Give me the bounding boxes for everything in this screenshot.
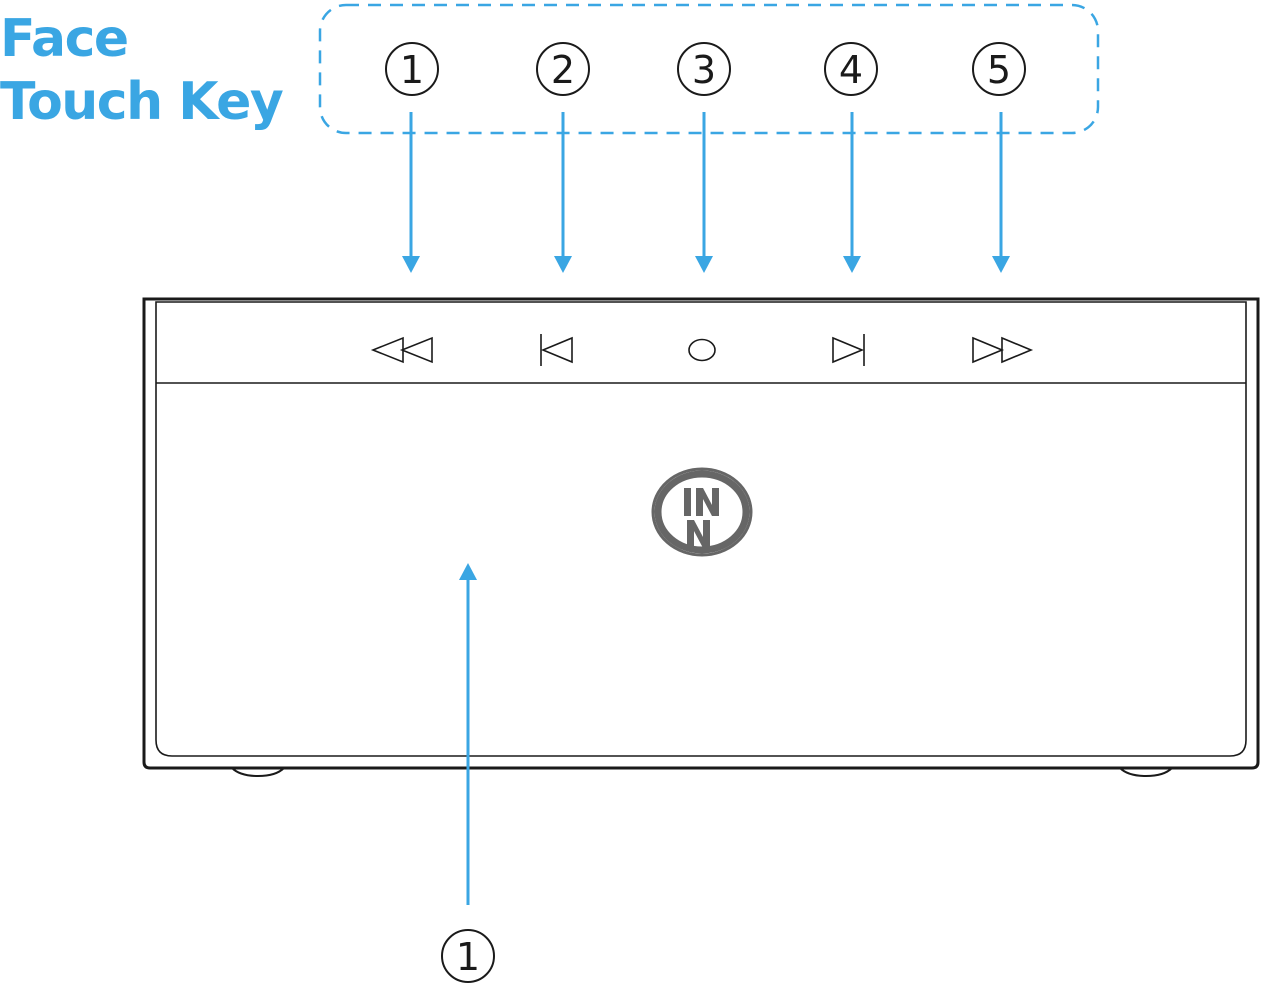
- callout-5: 5: [972, 42, 1026, 96]
- diagram-title: Face Touch Key: [0, 8, 284, 134]
- down-arrow-1: [402, 112, 420, 273]
- fast-forward-icon[interactable]: [972, 336, 1034, 364]
- callout-4: 4: [824, 42, 878, 96]
- callout-4-label: 4: [839, 48, 863, 92]
- callout-1-label: 1: [400, 48, 424, 92]
- up-arrow-front: [459, 563, 477, 905]
- inn-logo: [651, 467, 753, 557]
- callout-3: 3: [677, 42, 731, 96]
- skip-next-icon[interactable]: [832, 334, 865, 366]
- down-arrow-2: [554, 112, 572, 273]
- device-outer-shell: [142, 297, 1260, 770]
- callout-5-label: 5: [987, 48, 1011, 92]
- callout-2-label: 2: [551, 48, 575, 92]
- down-arrow-3: [695, 112, 713, 273]
- touch-key-callout-box: [318, 3, 1100, 135]
- right-foot: [1119, 767, 1173, 778]
- callout-1: 1: [385, 42, 439, 96]
- callout-2: 2: [536, 42, 590, 96]
- skip-previous-icon[interactable]: [540, 334, 573, 366]
- rewind-icon[interactable]: [370, 336, 433, 364]
- speaker-device: [142, 297, 1260, 778]
- left-foot: [231, 767, 285, 778]
- title-line-2: Touch Key: [0, 72, 284, 132]
- callout-bottom-1: 1: [441, 929, 495, 983]
- circle-icon[interactable]: [688, 338, 716, 362]
- callout-3-label: 3: [692, 48, 716, 92]
- device-front-face: [155, 301, 1247, 757]
- callout-bottom-1-label: 1: [456, 935, 480, 979]
- down-arrow-5: [992, 112, 1010, 273]
- down-arrow-4: [843, 112, 861, 273]
- title-line-1: Face: [0, 9, 129, 69]
